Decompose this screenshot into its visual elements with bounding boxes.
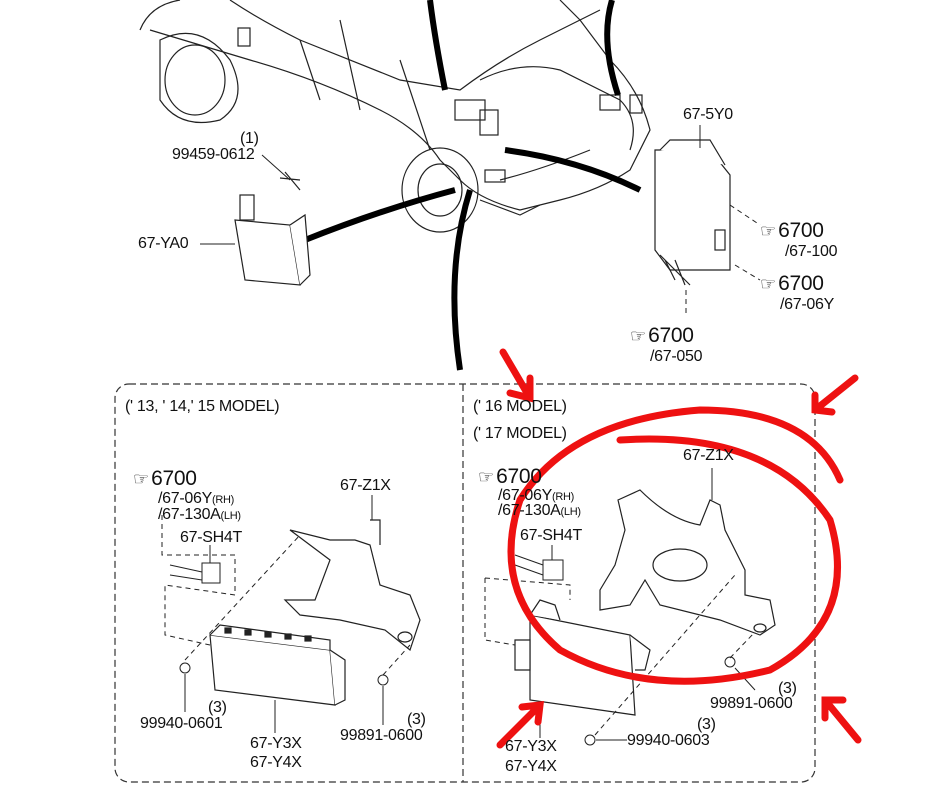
right-bottom-nut-qty: (3) (697, 716, 716, 733)
pointing-hand-icon: ☞ (760, 221, 777, 241)
ref-6700-67-050[interactable]: ☞6700 /67-050 (630, 324, 703, 365)
red-arrow-top (499, 348, 534, 403)
ref-6700-67-100[interactable]: ☞6700 /67-100 (760, 219, 838, 260)
lh-tag: (LH) (220, 510, 242, 522)
right-connector-label: 67-SH4T (520, 527, 582, 544)
right-unit-b: 67-Y4X (505, 758, 557, 775)
left-bracket-67-z1x (283, 519, 421, 652)
left-nut-right-qty: (3) (407, 711, 426, 728)
left-connector-label: 67-SH4T (180, 529, 242, 546)
pointing-hand-icon: ☞ (478, 467, 495, 487)
leaders (200, 125, 701, 245)
right-ref-6700[interactable]: ☞6700 (478, 465, 542, 488)
right-panel-title-2: (' 17 MODEL) (473, 425, 567, 442)
left-unit-67-y3x (209, 624, 346, 706)
right-unit-a: 67-Y3X (505, 738, 557, 755)
left-unit-a: 67-Y3X (250, 735, 302, 752)
module-part-number: 67-5Y0 (683, 106, 733, 123)
right-panel-title-1: (' 16 MODEL) (473, 398, 567, 415)
vehicle-illustration (139, 0, 651, 233)
ref-lh-code: /67-130A (498, 502, 561, 519)
right-bracket-67-z1x (599, 489, 776, 636)
red-arrow-right-top (811, 374, 859, 416)
lh-tag: (LH) (560, 506, 582, 518)
left-panel-title: (' 13, ' 14,' 15 MODEL) (125, 398, 280, 415)
right-nut-qty: (3) (778, 680, 797, 697)
right-ref-rh: /67-06Y(RH) (498, 488, 574, 505)
left-dashes (161, 515, 411, 676)
pointing-hand-icon: ☞ (760, 274, 777, 294)
left-bracket-label: 67-Z1X (340, 477, 391, 494)
relay-67-ya0 (234, 171, 311, 286)
left-nut-right-part: 99891-0600 (340, 727, 423, 744)
highlight-circle (507, 406, 844, 685)
ref-rh-code: /67-06Y (158, 490, 212, 507)
left-ref-rh: /67-06Y(RH) (158, 491, 234, 508)
module-67-5y0 (654, 139, 731, 286)
relay-part-number: 67-YA0 (138, 235, 189, 252)
pointing-hand-icon: ☞ (133, 469, 150, 489)
bolt-qty: (1) (240, 130, 259, 147)
bolt-part-number: 99459-0612 (172, 146, 255, 163)
ref-lh-code: /67-130A (158, 506, 221, 523)
left-ref-6700[interactable]: ☞6700 (133, 467, 197, 490)
ref-sub: /67-050 (650, 348, 703, 365)
left-unit-b: 67-Y4X (250, 754, 302, 771)
ref-sub: /67-100 (785, 243, 838, 260)
ref-sub: /67-06Y (780, 296, 834, 313)
pointing-hand-icon: ☞ (630, 326, 647, 346)
red-arrow-right-bottom (821, 696, 862, 744)
ref-rh-code: /67-06Y (498, 487, 552, 504)
left-nut-qty: (3) (208, 699, 227, 716)
right-bottom-nut-part: 99940-0603 (627, 732, 710, 749)
rh-tag: (RH) (551, 491, 574, 503)
right-ref-lh: /67-130A(LH) (498, 503, 581, 520)
red-arrow-bottom (496, 701, 544, 749)
ref-6700-67-06y[interactable]: ☞6700 /67-06Y (760, 272, 834, 313)
right-nut-part: 99891-0600 (710, 695, 793, 712)
model-variants-frame (114, 383, 816, 783)
left-ref-lh: /67-130A(LH) (158, 507, 241, 524)
left-leaders (179, 495, 389, 733)
right-connector-67-sh4t (514, 554, 564, 581)
red-annotations (496, 348, 862, 749)
right-unit-67-y3x (514, 599, 651, 716)
wire-harness (303, 0, 642, 371)
leader-dashes (685, 204, 761, 315)
right-bracket-label: 67-Z1X (683, 447, 734, 464)
rh-tag: (RH) (211, 494, 234, 506)
left-connector-67-sh4t (169, 562, 221, 584)
left-nut-part: 99940-0601 (140, 715, 223, 732)
